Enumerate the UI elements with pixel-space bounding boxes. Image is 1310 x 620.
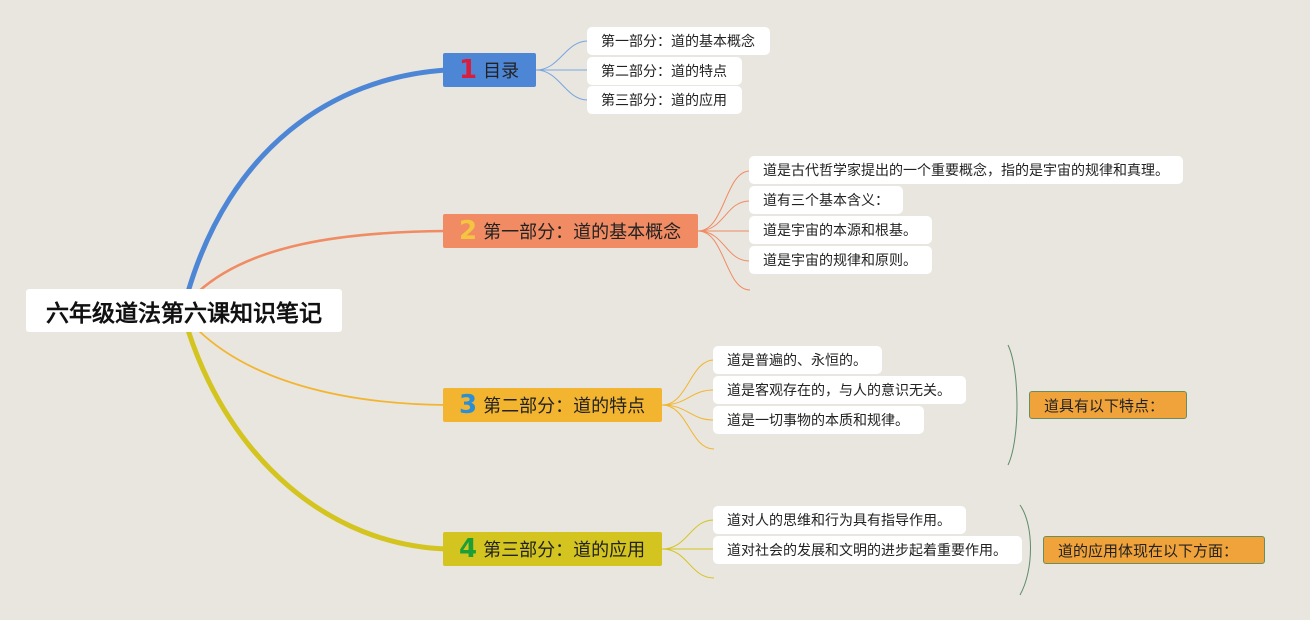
root-topic[interactable]: 六年级道法第六课知识笔记	[26, 289, 342, 332]
branch-part-one[interactable]: 2 第一部分：道的基本概念	[443, 214, 698, 248]
leaf-item[interactable]: 道有三个基本含义：	[749, 186, 903, 214]
branch-link-4	[185, 329, 447, 552]
branch-part-three[interactable]: 4 第三部分：道的应用	[443, 532, 662, 566]
summary-brace-3	[1007, 344, 1018, 466]
leaf-item[interactable]: 道是客观存在的，与人的意识无关。	[713, 376, 966, 404]
branch-link-2	[197, 229, 447, 293]
leaf-item[interactable]: 道对社会的发展和文明的进步起着重要作用。	[713, 536, 1022, 564]
leaf-item[interactable]: 道是宇宙的本源和根基。	[749, 216, 932, 244]
leaf-item[interactable]: 道是古代哲学家提出的一个重要概念，指的是宇宙的规律和真理。	[749, 156, 1183, 184]
branch-label: 第三部分：道的应用	[483, 540, 646, 561]
leaf-item[interactable]: 道是宇宙的规律和原则。	[749, 246, 932, 274]
summary-brace-4	[1019, 504, 1031, 596]
branch-toc[interactable]: 1 目录	[443, 53, 536, 87]
leaf-item[interactable]: 道是普遍的、永恒的。	[713, 346, 882, 374]
summary-node[interactable]: 道具有以下特点：	[1029, 391, 1187, 419]
branch-link-1	[185, 67, 447, 293]
summary-node[interactable]: 道的应用体现在以下方面：	[1043, 536, 1265, 564]
branch-number: 2	[459, 216, 478, 246]
leaf-item[interactable]: 道对人的思维和行为具有指导作用。	[713, 506, 966, 534]
branch-part-two[interactable]: 3 第二部分：道的特点	[443, 388, 662, 422]
branch-number: 1	[459, 55, 478, 85]
leaf-item[interactable]: 第三部分：道的应用	[587, 86, 742, 114]
branch-link-3	[197, 329, 447, 406]
branch-label: 目录	[483, 61, 520, 82]
branch-number: 4	[459, 534, 478, 564]
branch-label: 第二部分：道的特点	[483, 396, 646, 417]
leaf-item[interactable]: 第一部分：道的基本概念	[587, 27, 770, 55]
branch-number: 3	[459, 390, 478, 420]
leaf-item[interactable]: 道是一切事物的本质和规律。	[713, 406, 924, 434]
branch-label: 第一部分：道的基本概念	[483, 222, 682, 243]
leaf-item[interactable]: 第二部分：道的特点	[587, 57, 742, 85]
